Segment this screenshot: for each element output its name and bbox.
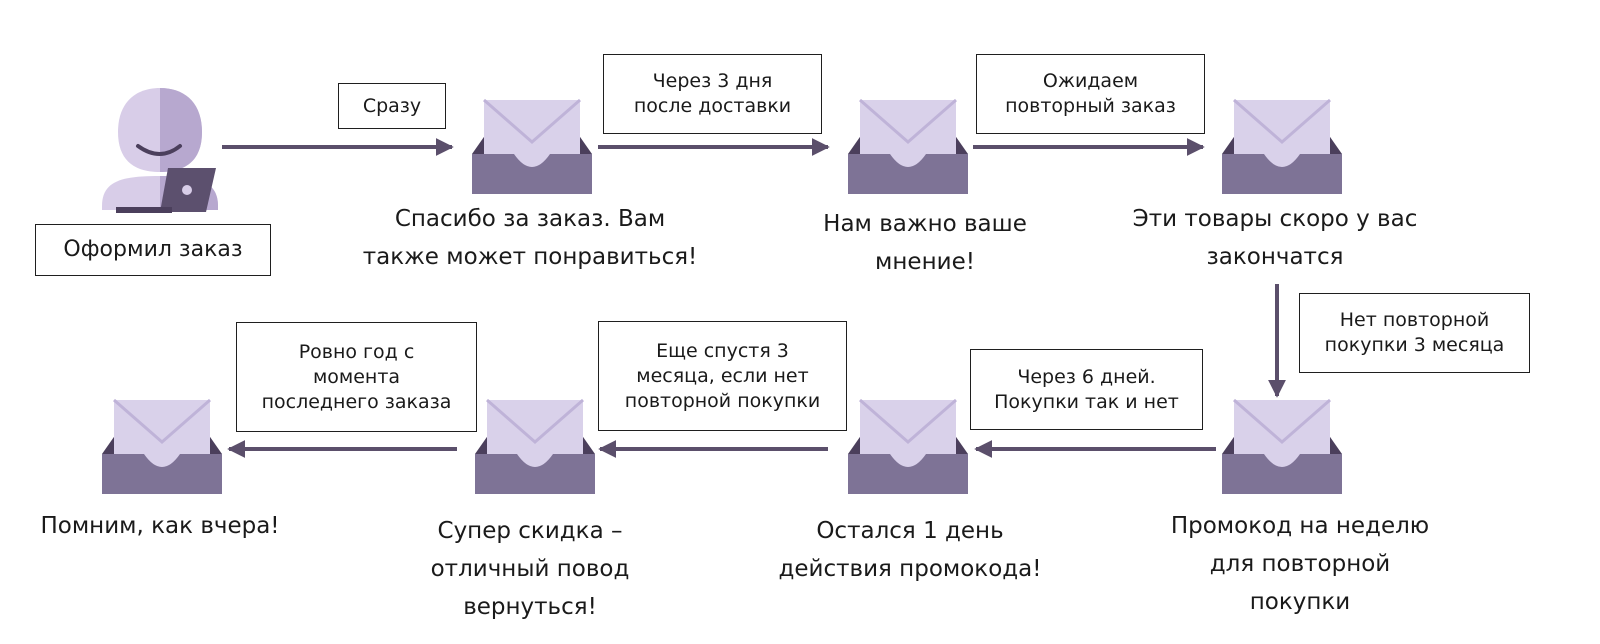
trigger-3-box: Ожидаем повторный заказ xyxy=(976,54,1205,134)
trigger-2-box: Через 3 дня после доставки xyxy=(603,54,822,134)
email-3-caption: Эти товары скоро у вас закончатся xyxy=(1132,206,1418,270)
email-6-caption: Супер скидка – отличный повод вернуться! xyxy=(430,518,630,620)
email-7-caption: Помним, как вчера! xyxy=(40,513,280,539)
email-5-caption: Остался 1 день действия промокода! xyxy=(778,518,1042,582)
email-1-caption: Спасибо за заказ. Вам также может понрав… xyxy=(362,206,698,270)
email-6-envelope-icon xyxy=(475,398,595,494)
email-2-envelope-icon xyxy=(848,98,968,194)
trigger-7-box: Ровно год с момента последнего заказа xyxy=(236,322,477,432)
trigger-5-box: Через 6 дней. Покупки так и нет xyxy=(970,349,1203,430)
email-2-caption: Нам важно ваше мнение! xyxy=(823,211,1027,275)
email-7-envelope-icon xyxy=(102,398,222,494)
email-1-envelope-icon xyxy=(472,98,592,194)
trigger-6-box: Еще спустя 3 месяца, если нет повторной … xyxy=(598,321,847,431)
email-3-envelope-icon xyxy=(1222,98,1342,194)
customer-avatar-icon xyxy=(102,88,218,213)
email-4-envelope-icon xyxy=(1222,398,1342,494)
customer-label: Оформил заказ xyxy=(35,224,271,276)
email-5-envelope-icon xyxy=(848,398,968,494)
trigger-1-box: Сразу xyxy=(338,83,446,129)
email-4-caption: Промокод на неделю для повторной покупки xyxy=(1170,513,1430,615)
trigger-4-box: Нет повторной покупки 3 месяца xyxy=(1299,293,1530,373)
